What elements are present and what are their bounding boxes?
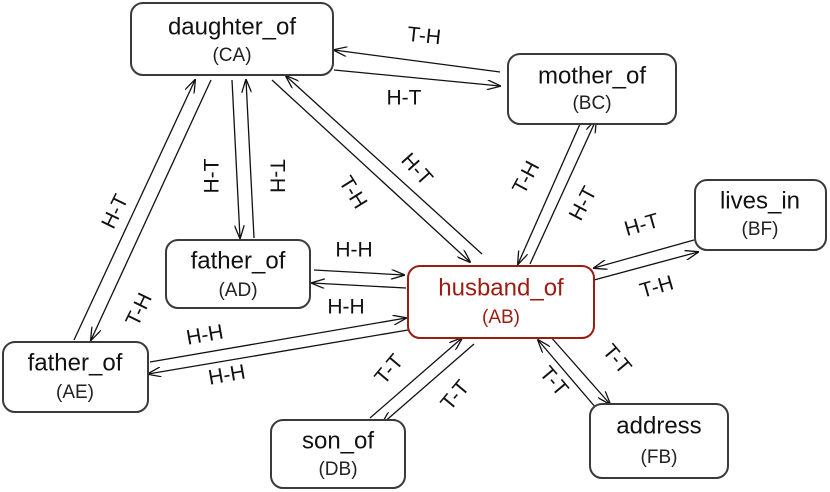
node-mother-of-bc: mother_of (BC) xyxy=(507,53,677,125)
edge-ab-ad xyxy=(312,283,407,288)
node-name: lives_in xyxy=(720,187,800,214)
node-father-of-ad: father_of (AD) xyxy=(165,239,311,309)
edge-ca-ab xyxy=(271,79,470,262)
edge-label-ae-ab: H-H xyxy=(184,320,225,349)
edge-ae-ca xyxy=(73,80,195,341)
edge-ab-ca xyxy=(286,76,483,255)
edge-label-bc-ca: H-T xyxy=(387,87,422,110)
edge-ca-ad xyxy=(231,79,240,238)
edge-bc-ab xyxy=(518,123,581,264)
edge-ad-ca xyxy=(246,80,255,239)
edge-label-ab-ca: H-T xyxy=(396,149,437,191)
node-daughter-of-ca: daughter_of (CA) xyxy=(130,2,334,76)
edge-label-db-ab: T-T xyxy=(370,350,408,389)
edge-label-ab-fb: T-T xyxy=(598,340,636,379)
edge-label-ab-db: T-T xyxy=(436,376,474,415)
node-code: (AB) xyxy=(482,307,520,328)
node-husband-of-ab: husband_of (AB) xyxy=(407,265,595,339)
edge-label-ab-ae: H-H xyxy=(206,360,247,389)
edge-db-ab xyxy=(369,338,462,419)
edge-label-fb-ab: T-T xyxy=(535,362,573,401)
node-code: (AD) xyxy=(218,280,257,301)
node-son-of-db: son_of (DB) xyxy=(270,419,406,489)
node-code: (CA) xyxy=(212,45,251,66)
node-name: address xyxy=(616,412,701,439)
edge-label-ca-ae: T-H xyxy=(121,289,157,329)
edge-ca-ae xyxy=(91,79,212,340)
node-name: husband_of xyxy=(438,274,564,301)
edge-label-ad-ca: T-H xyxy=(265,159,288,193)
node-code: (BC) xyxy=(572,93,611,114)
edge-label-ae-ca: H-T xyxy=(97,191,133,233)
edge-bf-ab xyxy=(594,239,695,268)
node-lives-in-bf: lives_in (BF) xyxy=(694,179,827,251)
node-name: mother_of xyxy=(538,62,646,89)
node-father-of-ae: father_of (AE) xyxy=(2,341,149,413)
edge-ae-ab xyxy=(149,318,406,363)
edge-label-ab-bc: H-T xyxy=(565,183,602,225)
edge-bc-ca xyxy=(333,69,500,86)
edge-ab-ae xyxy=(148,329,409,374)
node-name: daughter_of xyxy=(168,13,296,40)
edge-ab-bf xyxy=(593,252,698,281)
edge-label-ca-ab: T-H xyxy=(334,172,371,213)
edge-fb-ab xyxy=(538,340,597,409)
node-code: (FB) xyxy=(641,447,678,468)
edge-label-ab-ad: H-H xyxy=(327,296,364,319)
node-name: father_of xyxy=(191,247,286,274)
edge-ca-bc xyxy=(334,50,501,73)
node-name: father_of xyxy=(28,349,123,376)
edge-ab-fb xyxy=(549,335,610,404)
edges xyxy=(73,50,698,424)
node-code: (BF) xyxy=(742,219,779,240)
edge-label-ca-ad: H-T xyxy=(201,158,224,193)
edge-ab-bc xyxy=(529,120,596,265)
node-code: (AE) xyxy=(56,382,94,403)
node-name: son_of xyxy=(302,427,374,454)
edge-label-ab-bf: T-H xyxy=(637,271,676,302)
edge-ab-db xyxy=(382,343,475,424)
edge-label-ca-bc: T-H xyxy=(406,23,442,49)
node-address-fb: address (FB) xyxy=(589,403,729,479)
edge-ad-ab xyxy=(313,270,404,275)
edge-label-bf-ab: H-T xyxy=(622,209,662,241)
edge-label-ad-ab: H-H xyxy=(335,239,372,262)
node-code: (DB) xyxy=(318,459,357,480)
edge-label-bc-ab: T-H xyxy=(508,157,544,198)
